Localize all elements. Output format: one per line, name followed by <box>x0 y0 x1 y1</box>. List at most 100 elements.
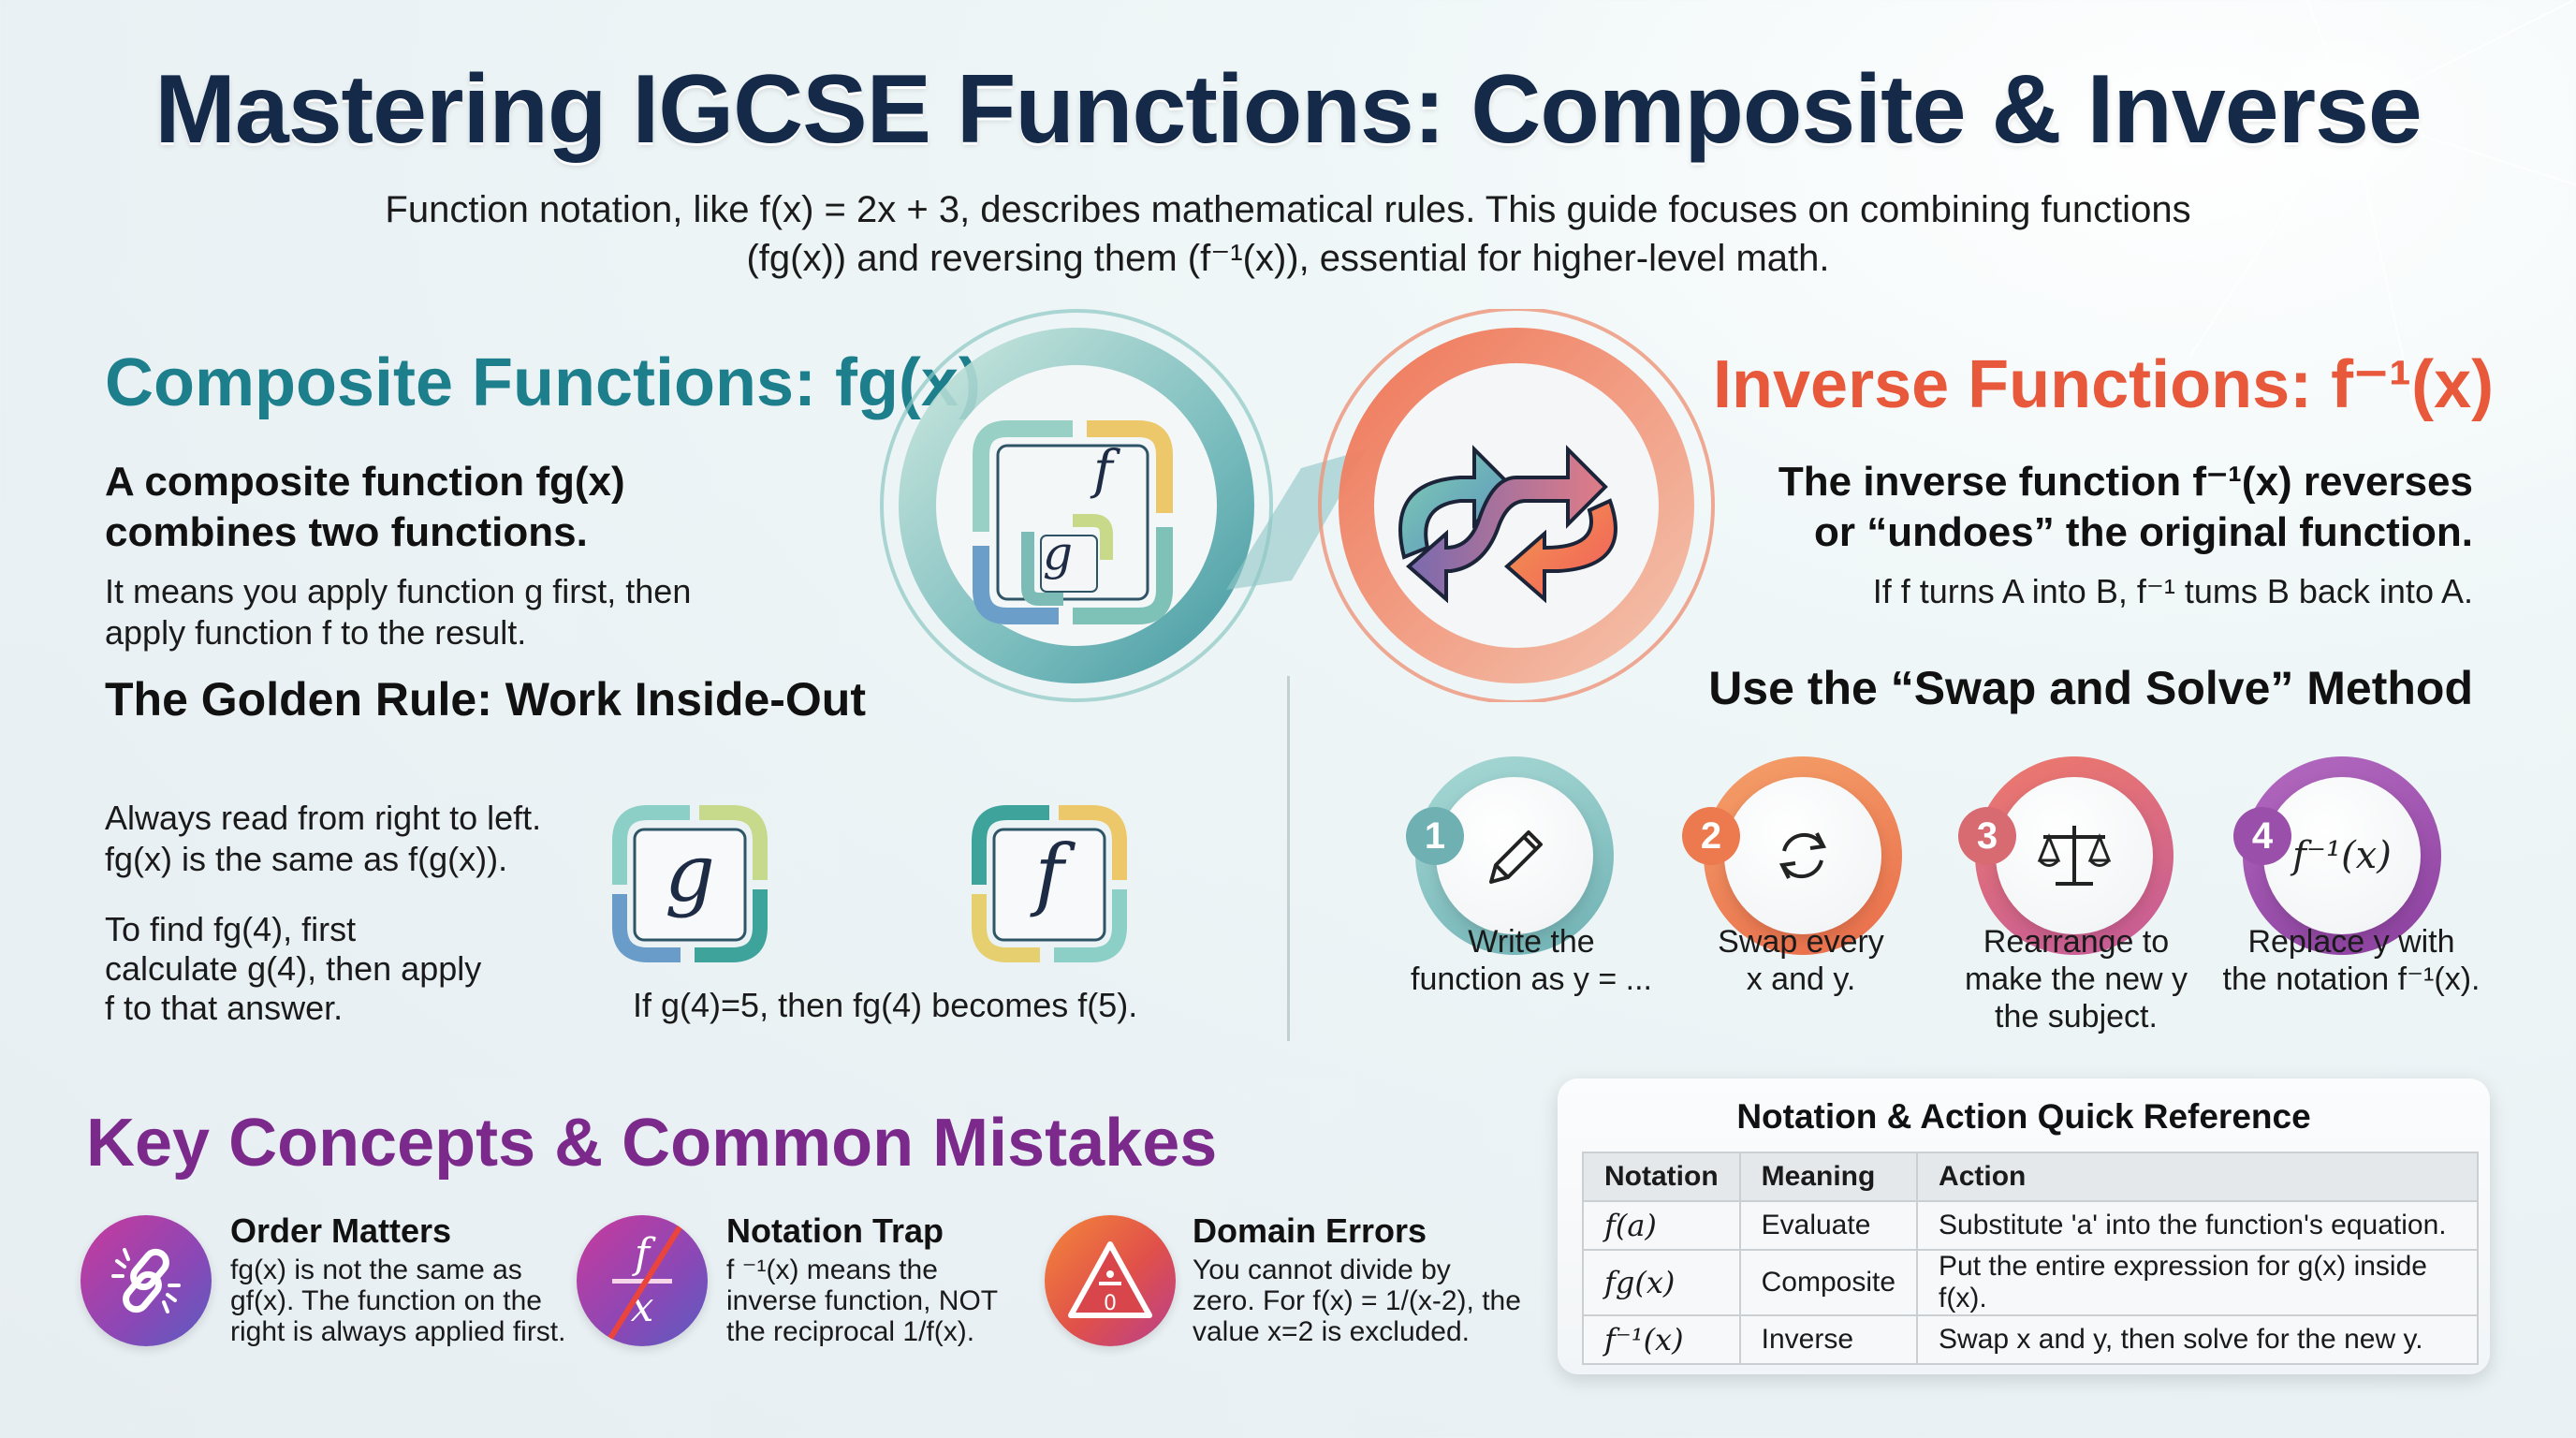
cell-notation: f(a) <box>1582 1200 1741 1251</box>
step-2-icon-holder <box>1724 777 1881 934</box>
crossed-fraction-icon: f x <box>577 1215 708 1346</box>
step-4-number: 4 <box>2233 807 2291 865</box>
inverse-body: If f turns A into B, f⁻¹ tums B back int… <box>1872 572 2473 610</box>
step-1-icon-holder <box>1436 777 1593 934</box>
f-tile-frame-icon <box>972 805 1127 962</box>
table-row: fg(x) Composite Put the entire expressio… <box>1582 1249 2479 1316</box>
composite-heading: Composite Functions: fg(x) <box>105 345 981 420</box>
inverse-lead: The inverse function f⁻¹(x) reverses or … <box>1778 457 2473 558</box>
step-1-line-1: Write the <box>1468 924 1595 960</box>
step-3-ring <box>1975 756 2174 955</box>
f-function-tile: f <box>970 805 1129 964</box>
domain-line-2: zero. For f(x) = 1/(x-2), the <box>1193 1285 1521 1316</box>
order-line-3: right is always applied first. <box>230 1316 566 1347</box>
golden-rule-text: Always read from right to left. fg(x) is… <box>105 798 541 880</box>
g-tile-label: g <box>665 828 715 919</box>
tiles-caption: If g(4)=5, then fg(4) becomes f(5). <box>633 986 1138 1024</box>
trap-line-1: f ⁻¹(x) means the <box>726 1255 938 1285</box>
warning-icon-badge: 0 <box>1045 1215 1176 1346</box>
step-4-line-2: the notation f⁻¹(x). <box>2222 961 2481 997</box>
step-3-label: Rearrange to make the new y the subject. <box>1926 923 2226 1035</box>
page-subtitle: Function notation, like f(x) = 2x + 3, d… <box>281 185 2295 283</box>
cell-notation: fg(x) <box>1582 1249 1741 1316</box>
notation-trap-title: Notation Trap <box>726 1211 944 1250</box>
subtitle-line-1: Function notation, like f(x) = 2x + 3, d… <box>385 189 2191 230</box>
example-line-2: calculate g(4), then apply <box>105 949 482 988</box>
cell-action: Swap x and y, then solve for the new y. <box>1916 1314 2479 1365</box>
step-2-ring <box>1704 756 1902 955</box>
nested-squares-icon <box>973 420 1173 624</box>
pencil-icon <box>1489 830 1543 884</box>
order-matters-text: fg(x) is not the same as gf(x). The func… <box>230 1255 565 1347</box>
step-3-icon-holder <box>1996 777 2153 934</box>
step-3-number: 3 <box>1958 807 2016 865</box>
g-function-tile: g <box>610 805 769 964</box>
step-2-label: Swap every x and y. <box>1651 923 1951 998</box>
composite-lead-line-1: A composite function fg(x) <box>105 459 625 505</box>
rule-text-line-1: Always read from right to left. <box>105 799 542 837</box>
golden-rule-example: To find fg(4), first calculate g(4), the… <box>105 910 481 1028</box>
warning-divide-by-zero-icon: 0 <box>1068 1241 1152 1318</box>
step-1-ring <box>1415 756 1614 955</box>
domain-errors-title: Domain Errors <box>1193 1211 1427 1250</box>
subtitle-line-2: (fg(x)) and reversing them (f⁻¹(x)), ess… <box>746 238 1830 279</box>
step-2-line-2: x and y. <box>1746 961 1856 997</box>
cell-meaning: Composite <box>1738 1249 1919 1316</box>
composite-body-line-2: apply function f to the result. <box>105 613 527 652</box>
inverse-notation-icon: f⁻¹(x) <box>2292 834 2392 877</box>
example-line-1: To find fg(4), first <box>105 910 357 948</box>
zero-glyph: 0 <box>1104 1292 1117 1315</box>
inverse-lead-line-2: or “undoes” the original function. <box>1814 509 2473 555</box>
key-concepts-heading: Key Concepts & Common Mistakes <box>86 1106 1218 1181</box>
cell-notation: f⁻¹(x) <box>1582 1314 1741 1365</box>
inverse-lead-line-1: The inverse function f⁻¹(x) reverses <box>1778 459 2473 505</box>
quick-reference-table: Notation Meaning Action f(a) Evaluate Su… <box>1582 1152 2479 1365</box>
rule-text-line-2: fg(x) is the same as f(g(x)). <box>105 840 508 878</box>
fraction-numerator: f <box>634 1229 651 1278</box>
cell-meaning: Inverse <box>1738 1314 1919 1365</box>
step-4-line-1: Replace y with <box>2247 924 2455 960</box>
swap-solve-heading: Use the “Swap and Solve” Method <box>1708 662 2473 714</box>
swap-arrows-icon <box>1398 445 1617 604</box>
step-4-icon-holder: f⁻¹(x) <box>2263 777 2421 934</box>
g-tile-frame-icon <box>612 805 768 962</box>
emblem-f-label: f <box>1093 440 1113 501</box>
broken-link-icon-badge <box>80 1215 212 1346</box>
f-tile-label: f <box>1034 828 1064 919</box>
inverse-heading: Inverse Functions: f⁻¹(x) <box>1713 347 2495 422</box>
step-4-label: Replace y with the notation f⁻¹(x). <box>2202 923 2501 998</box>
composite-body: It means you apply function g first, the… <box>105 571 691 653</box>
page-title: Mastering IGCSE Functions: Composite & I… <box>154 55 2422 164</box>
cell-action: Put the entire expression for g(x) insid… <box>1916 1249 2479 1316</box>
quick-reference-title: Notation & Action Quick Reference <box>1736 1097 2311 1136</box>
domain-line-3: value x=2 is excluded. <box>1193 1316 1471 1347</box>
table-header-row: Notation Meaning Action <box>1582 1152 2479 1202</box>
order-line-2: gf(x). The function on the <box>230 1285 542 1316</box>
table-row: f(a) Evaluate Substitute 'a' into the fu… <box>1582 1200 2479 1251</box>
step-3-line-1: Rearrange to <box>1983 924 2170 960</box>
step-1-label: Write the function as y = ... <box>1382 923 1681 998</box>
cell-meaning: Evaluate <box>1738 1200 1919 1251</box>
order-matters-title: Order Matters <box>230 1211 452 1250</box>
step-3-line-3: the subject. <box>1995 999 2158 1034</box>
example-line-3: f to that answer. <box>105 989 344 1027</box>
balance-scale-icon <box>2037 826 2112 886</box>
column-header-notation: Notation <box>1582 1152 1741 1202</box>
emblem-g-label: g <box>1043 526 1074 580</box>
section-divider <box>1287 676 1290 1041</box>
broken-link-icon <box>111 1248 181 1313</box>
refresh-icon <box>1778 832 1827 879</box>
cell-action: Substitute 'a' into the function's equat… <box>1916 1200 2479 1251</box>
order-line-1: fg(x) is not the same as <box>230 1255 522 1285</box>
step-1-number: 1 <box>1406 807 1464 865</box>
step-1-line-2: function as y = ... <box>1411 961 1652 997</box>
trap-line-3: the reciprocal 1/f(x). <box>726 1316 975 1347</box>
composite-lead: A composite function fg(x) combines two … <box>105 457 625 558</box>
column-header-meaning: Meaning <box>1738 1152 1919 1202</box>
column-header-action: Action <box>1916 1152 2479 1202</box>
domain-line-1: You cannot divide by <box>1193 1255 1451 1285</box>
trap-line-2: inverse function, NOT <box>726 1285 999 1316</box>
quick-reference-card: Notation & Action Quick Reference Notati… <box>1558 1078 2490 1374</box>
step-2-line-1: Swap every <box>1718 924 1884 960</box>
notation-trap-text: f ⁻¹(x) means the inverse function, NOT … <box>726 1255 998 1347</box>
